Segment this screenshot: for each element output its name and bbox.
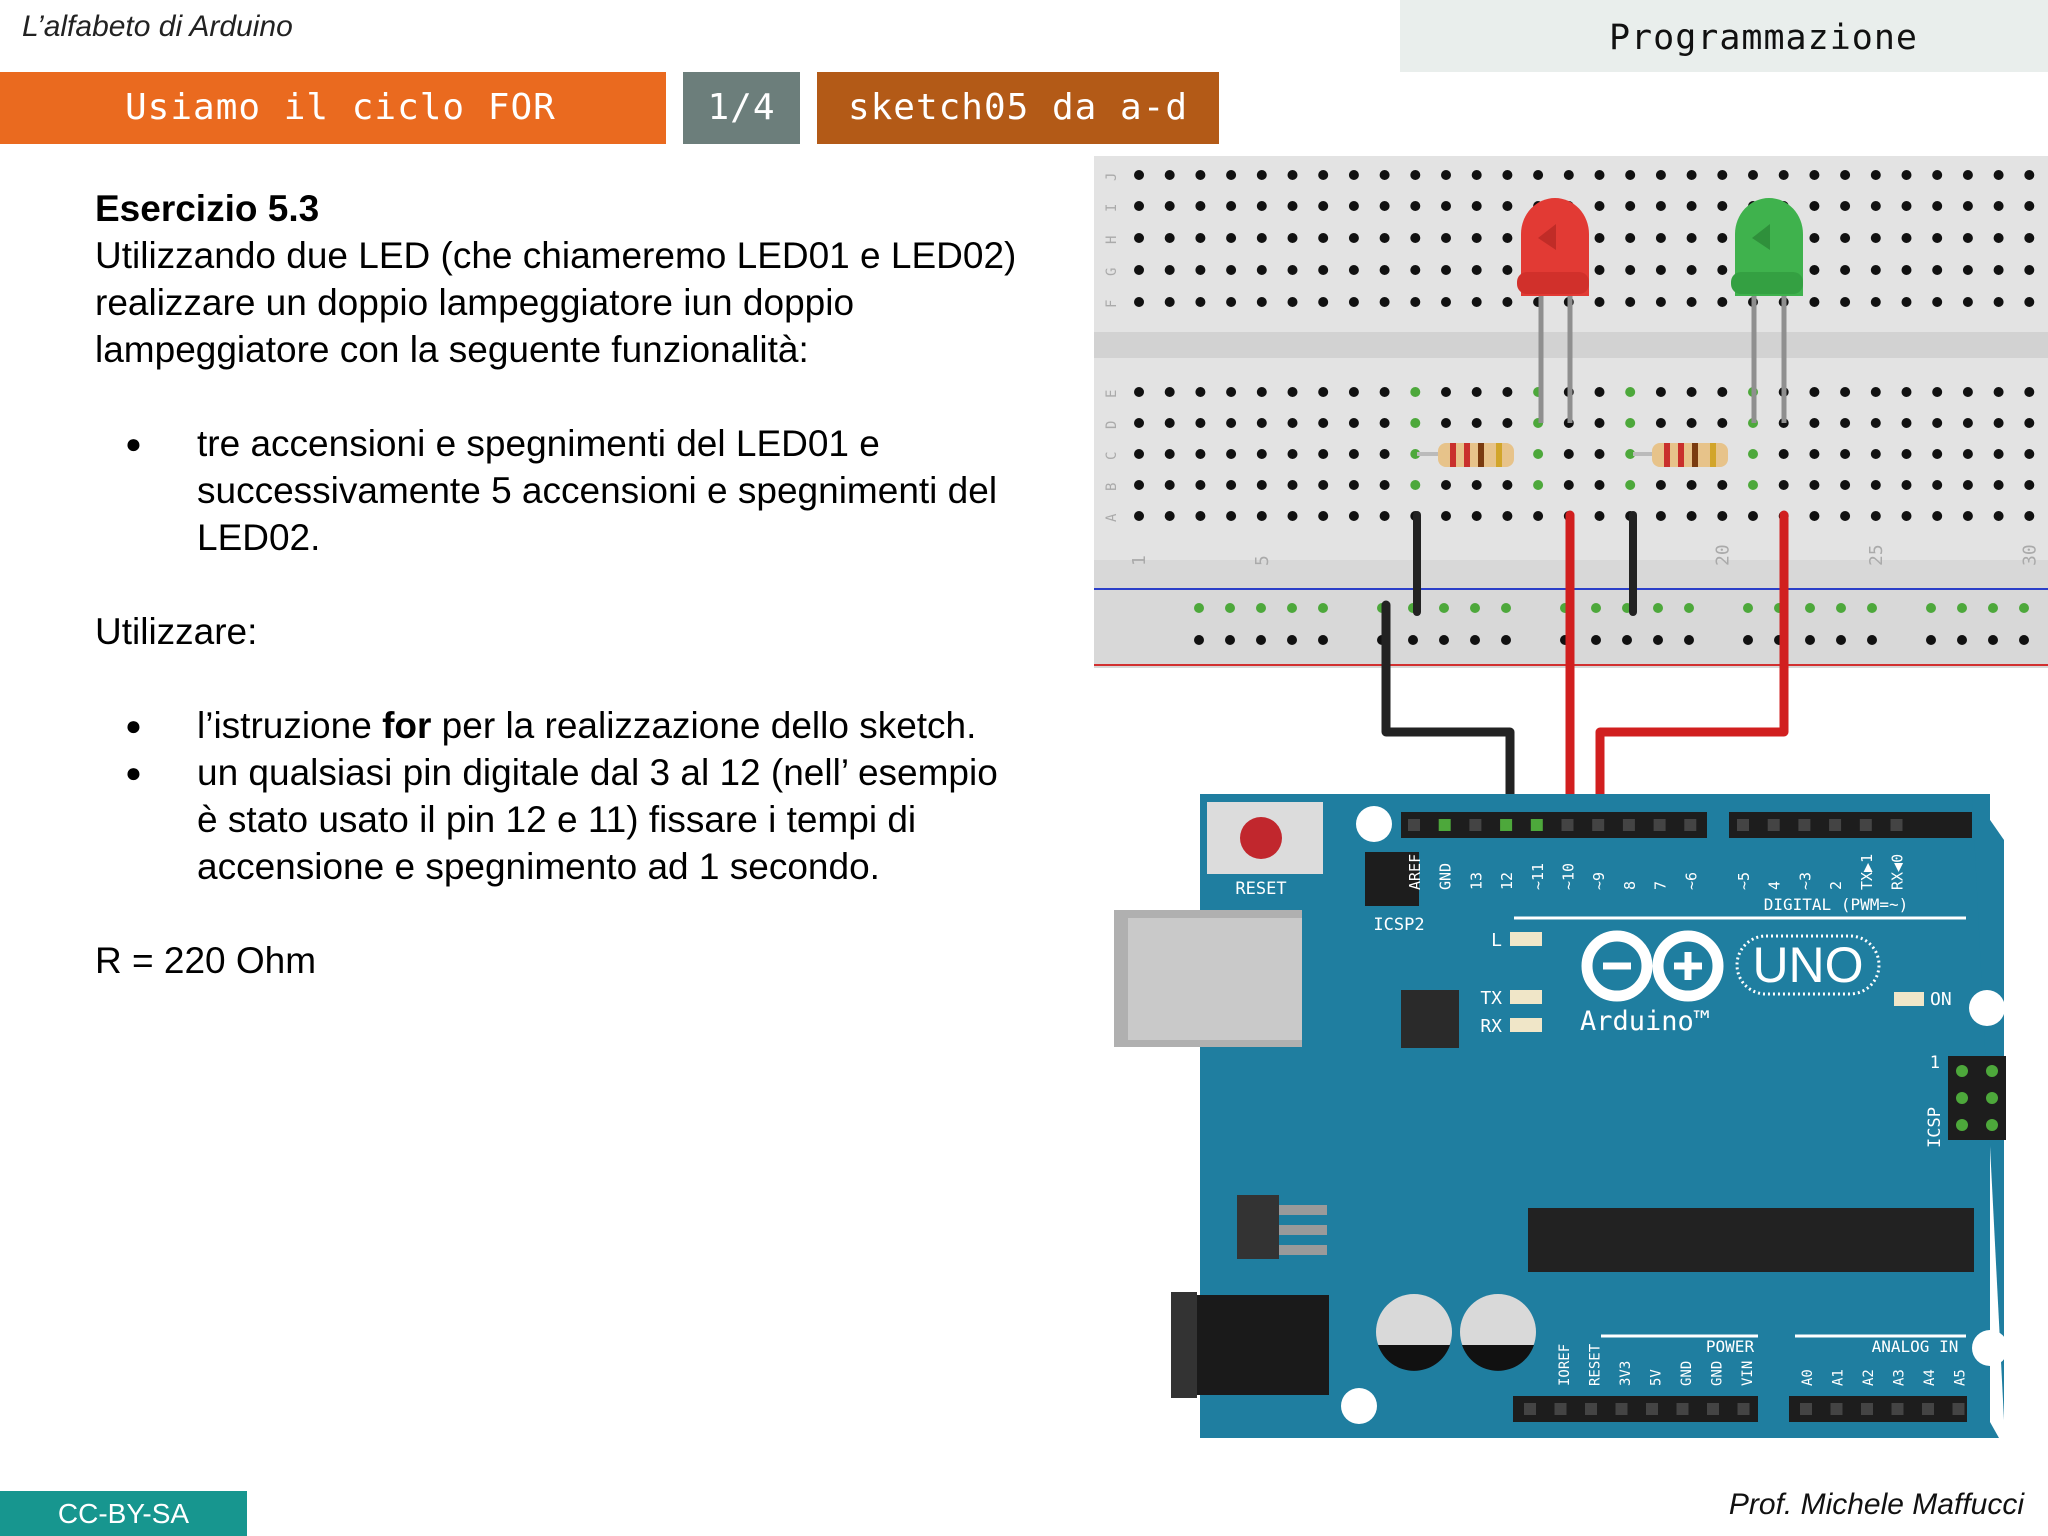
pin-label: 12 — [1498, 872, 1516, 890]
list-item: ●tre accensioni e spegnimenti del LED01 … — [95, 420, 1025, 561]
pin-label: 4 — [1766, 881, 1784, 890]
pin-label: A2 — [1861, 1369, 1877, 1386]
row-label: D — [1104, 421, 1120, 429]
arduino-logo-text: Arduino™ — [1580, 1006, 1710, 1037]
row-label: A — [1104, 513, 1120, 522]
resistor-note: R = 220 Ohm — [95, 940, 317, 981]
requirements-list: ●tre accensioni e spegnimenti del LED01 … — [95, 420, 1025, 561]
column-label: 25 — [1866, 544, 1887, 566]
section-title: Programmazione — [1608, 18, 1918, 58]
row-label: E — [1104, 390, 1120, 398]
pin-label: AREF — [1406, 854, 1424, 890]
pin-label: GND — [1710, 1361, 1726, 1386]
section-header: Programmazione — [1400, 0, 2048, 72]
reset-label: RESET — [1235, 879, 1286, 899]
course-title: L’alfabeto di Arduino — [22, 10, 293, 43]
pin-label: ~11 — [1529, 863, 1547, 890]
usage-list: ●l’istruzione for per la realizzazione d… — [95, 702, 1025, 890]
pin-label: A5 — [1953, 1369, 1969, 1386]
column-label: 30 — [2019, 544, 2040, 566]
list-item: ●un qualsiasi pin digitale dal 3 al 12 (… — [95, 749, 1025, 890]
bullet-icon: ● — [125, 710, 142, 741]
analog-label: ANALOG IN — [1872, 1337, 1959, 1356]
pin-label: 5V — [1649, 1369, 1665, 1386]
row-label: C — [1104, 452, 1120, 460]
pin-label: 13 — [1467, 872, 1485, 890]
row-label: H — [1104, 236, 1120, 244]
led-tx-label: TX — [1480, 988, 1502, 1009]
column-label: 5 — [1252, 555, 1273, 566]
model-label: UNO — [1752, 937, 1863, 993]
exercise-content: Esercizio 5.3 Utilizzando due LED (che c… — [95, 185, 1025, 984]
resistor-01 — [1417, 443, 1514, 467]
pin-label: RX◀0 — [1889, 854, 1907, 890]
pin-label: ~3 — [1796, 872, 1814, 890]
pin-label: A0 — [1800, 1369, 1816, 1386]
icsp-pin-label: 1 — [1930, 1053, 1940, 1073]
pin-label: RESET — [1588, 1343, 1604, 1386]
led-02-green — [1731, 198, 1803, 423]
column-label: 1 — [1129, 555, 1150, 566]
use-label: Utilizzare: — [95, 611, 258, 652]
author-name: Prof. Michele Maffucci — [1728, 1488, 2024, 1521]
row-label: G — [1104, 268, 1120, 276]
topic-tab: Usiamo il ciclo FOR — [0, 72, 666, 144]
page-indicator: 1/4 — [683, 72, 800, 144]
pin-label: 2 — [1827, 881, 1845, 890]
pin-label: GND — [1679, 1361, 1695, 1386]
sketch-tab: sketch05 da a-d — [817, 72, 1219, 144]
pin-label: A3 — [1892, 1369, 1908, 1386]
list-item: ●l’istruzione for per la realizzazione d… — [95, 702, 1025, 749]
icsp-label: ICSP — [1925, 1107, 1945, 1148]
pin-label: ~6 — [1682, 872, 1700, 890]
pin-label: GND — [1437, 863, 1455, 890]
row-label: B — [1104, 483, 1120, 491]
row-label: F — [1104, 300, 1120, 308]
pin-label: 3V3 — [1618, 1361, 1634, 1386]
breadboard-holes — [1134, 170, 2035, 645]
pin-label: VIN — [1740, 1361, 1756, 1386]
led-l-label: L — [1491, 930, 1502, 951]
pin-label: ~5 — [1735, 872, 1753, 890]
power-label: POWER — [1706, 1337, 1755, 1356]
pin-label: TX▶1 — [1858, 854, 1876, 890]
pin-label: ~9 — [1590, 872, 1608, 890]
digital-label: DIGITAL (PWM=~) — [1764, 895, 1909, 914]
row-label: I — [1104, 204, 1120, 212]
on-label: ON — [1930, 989, 1952, 1010]
bullet-icon: ● — [125, 757, 142, 788]
led-rx-label: RX — [1480, 1016, 1502, 1037]
pin-label: IOREF — [1557, 1344, 1573, 1386]
led-01-red — [1517, 198, 1589, 423]
pin-label: A4 — [1922, 1369, 1938, 1386]
pin-label: ~10 — [1560, 863, 1578, 890]
exercise-title: Esercizio 5.3 — [95, 188, 320, 229]
pin-label: 7 — [1652, 881, 1670, 890]
arduino-logo-icon — [1581, 930, 1724, 1002]
icsp2-label: ICSP2 — [1373, 915, 1424, 935]
column-label: 20 — [1712, 544, 1733, 566]
exercise-intro: Utilizzando due LED (che chiameremo LED0… — [95, 235, 1017, 370]
pin-label: A1 — [1831, 1369, 1847, 1386]
bullet-icon: ● — [125, 428, 142, 459]
license-badge: CC-BY-SA — [0, 1491, 247, 1536]
resistor-02 — [1633, 443, 1728, 467]
wires — [1381, 510, 1789, 833]
row-label: J — [1104, 173, 1120, 181]
pin-label: 8 — [1621, 881, 1639, 890]
